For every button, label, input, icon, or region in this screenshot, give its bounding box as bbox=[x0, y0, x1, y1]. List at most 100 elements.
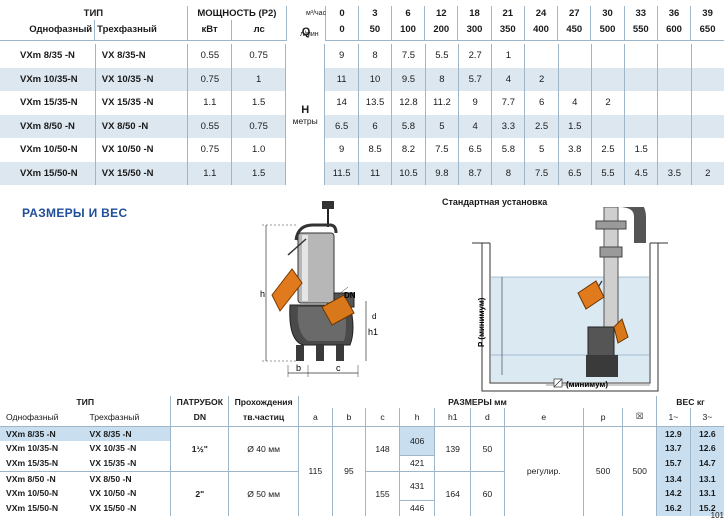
perf-cell: 2.7 bbox=[458, 44, 493, 68]
perf-cell: 2 bbox=[705, 167, 711, 179]
dims-col-h1: h1 bbox=[434, 408, 472, 427]
perf-cell: 2 bbox=[591, 91, 626, 115]
perf-cell: VX 15/50 -N bbox=[95, 161, 189, 185]
dims-col-c: c bbox=[365, 408, 400, 427]
perf-cell: VXm 8/50 -N bbox=[0, 114, 96, 138]
perf-cell: 12.8 bbox=[391, 91, 426, 115]
dims-h: 431 bbox=[399, 471, 436, 501]
dims-col-d: d bbox=[470, 408, 505, 427]
perf-cell: VX 8/50 -N bbox=[95, 114, 189, 138]
dims-passage-50: Ø 50 мм bbox=[228, 471, 300, 516]
q-m3-cell: 6 bbox=[391, 6, 426, 20]
perf-cell: 1 bbox=[491, 44, 526, 68]
perf-cell: 6 bbox=[358, 114, 393, 138]
dims-w3: 12.6 bbox=[690, 441, 724, 456]
q-lmin-cell: 650 bbox=[690, 20, 724, 41]
install-float bbox=[577, 280, 605, 310]
perf-single-header: Однофазный bbox=[0, 20, 96, 41]
dims-outlet-header: ПАТРУБОК bbox=[170, 396, 230, 408]
dims-dn-50: 2" bbox=[170, 471, 230, 516]
perf-cell: 8 bbox=[358, 44, 393, 68]
dims-h1-50: 164 bbox=[434, 471, 472, 516]
perf-cell: 2 bbox=[524, 67, 559, 91]
dims-col-w1: 1~ bbox=[656, 408, 691, 427]
q-lmin-cell: 350 bbox=[491, 20, 525, 41]
pump-dimension-drawing: h h1 DN b c d bbox=[260, 201, 378, 377]
q-lmin-cell: 200 bbox=[424, 20, 459, 41]
perf-cell: 10 bbox=[358, 67, 393, 91]
perf-cell: 7.5 bbox=[425, 138, 460, 162]
dims-c-35: 148 bbox=[365, 426, 400, 472]
dims-h: 406 bbox=[399, 426, 436, 456]
dims-h: 421 bbox=[399, 455, 436, 472]
dims-col-a: a bbox=[298, 408, 333, 427]
label-min: (минимум) bbox=[566, 380, 608, 389]
dims-col-square: ☒ bbox=[622, 408, 658, 427]
dims-cell: VX 10/35 -N bbox=[83, 441, 172, 456]
perf-cell: 9 bbox=[324, 138, 359, 162]
label-d: d bbox=[372, 312, 376, 321]
perf-cell: 6 bbox=[524, 91, 559, 115]
label-h1: h1 bbox=[368, 327, 378, 337]
dims-w3: 14.7 bbox=[690, 455, 724, 471]
dims-h: 446 bbox=[399, 500, 436, 516]
perf-cell: 14 bbox=[324, 91, 359, 115]
perf-cell bbox=[657, 67, 692, 91]
perf-cell: 4 bbox=[458, 114, 493, 138]
float-switch-body bbox=[321, 294, 355, 326]
q-lmin-cell: 100 bbox=[391, 20, 426, 41]
perf-cell: 0.75 bbox=[231, 44, 286, 68]
dims-passage-header: Прохождения bbox=[228, 396, 300, 408]
perf-cell: VXm 15/50-N bbox=[0, 161, 96, 185]
perf-cell bbox=[657, 44, 692, 68]
dims-col-b: b bbox=[332, 408, 367, 427]
perf-cell bbox=[691, 91, 724, 115]
dims-header-row-1: ТИП ПАТРУБОК Прохождения РАЗМЕРЫ мм ВЕС … bbox=[0, 396, 724, 408]
dims-w1: 13.7 bbox=[656, 441, 691, 456]
perf-cell: VXm 10/50-N bbox=[0, 138, 96, 162]
dims-passage-35: Ø 40 мм bbox=[228, 426, 300, 472]
dims-cell: VX 10/50 -N bbox=[83, 486, 172, 501]
q-m3-cell: 18 bbox=[457, 6, 492, 20]
perf-cell bbox=[624, 44, 659, 68]
q-m3-cell: 39 bbox=[702, 7, 713, 19]
dims-col-p: p bbox=[583, 408, 624, 427]
perf-cell: 5.8 bbox=[391, 114, 426, 138]
perf-cell: 1.0 bbox=[231, 138, 286, 162]
perf-cell: 0.55 bbox=[187, 44, 233, 68]
q-m3-cell: 27 bbox=[557, 6, 592, 20]
perf-cell bbox=[624, 67, 659, 91]
dims-cell: VX 8/35 -N bbox=[83, 426, 172, 441]
perf-header-row-1: ТИП МОЩНОСТЬ (P2) м³/час Q 0 3 6 12 18 2… bbox=[0, 6, 724, 40]
perf-cell: 8 bbox=[491, 161, 526, 185]
perf-cell: 9.8 bbox=[425, 161, 460, 185]
perf-cell bbox=[558, 44, 592, 68]
q-lmin-cell: 500 bbox=[590, 20, 625, 41]
dims-cell: VX 8/50 -N bbox=[83, 471, 172, 486]
perf-cell: 4.5 bbox=[624, 161, 659, 185]
dims-dn-35: 1½" bbox=[170, 426, 230, 472]
perf-cell: 3.8 bbox=[558, 138, 592, 162]
dims-col-e: e bbox=[504, 408, 584, 427]
dims-cell: VX 15/35 -N bbox=[83, 455, 172, 472]
pump-body bbox=[587, 326, 615, 358]
q-m3-cell: 21 bbox=[491, 6, 525, 20]
perf-cell: 5.7 bbox=[458, 67, 493, 91]
perf-cell: 8.5 bbox=[358, 138, 393, 162]
q-m3-cell: 24 bbox=[524, 6, 559, 20]
perf-header-row-2: Однофазный Трехфазный кВт лс 0 50 100 20… bbox=[0, 20, 724, 41]
installation-drawing: P (минимум) (минимум) bbox=[472, 207, 668, 392]
dims-type-header: ТИП bbox=[0, 396, 172, 408]
section-title: РАЗМЕРЫ И ВЕС bbox=[22, 206, 128, 220]
perf-cell bbox=[657, 91, 692, 115]
dims-w3: 12.6 bbox=[690, 426, 724, 441]
dims-weight-header: ВЕС кг bbox=[676, 397, 705, 407]
perf-cell: 13.5 bbox=[358, 91, 393, 115]
dims-w3: 13.1 bbox=[690, 471, 724, 486]
perf-cell: 4 bbox=[558, 91, 592, 115]
